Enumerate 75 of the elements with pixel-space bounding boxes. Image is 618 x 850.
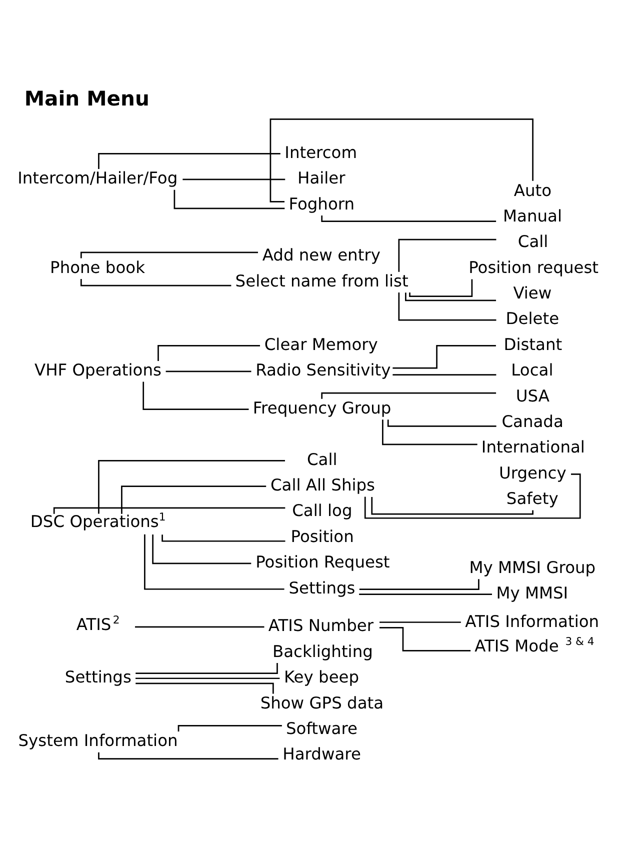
- node-text: My MMSI: [496, 583, 568, 602]
- connector: [371, 496, 534, 514]
- node-text: Clear Memory: [264, 334, 378, 354]
- connector: [387, 419, 496, 426]
- node-text: DSC Operations$^{1}$: [30, 510, 166, 531]
- connector: [382, 419, 478, 445]
- connector: [136, 677, 280, 679]
- node-text: System Information: [18, 730, 178, 750]
- node-text: Distant: [504, 334, 562, 354]
- node-text: Frequency Group: [252, 398, 392, 417]
- node-text: Canada: [502, 411, 564, 430]
- node-text: Call: [518, 232, 548, 251]
- connector: [98, 459, 285, 514]
- node-text: ATIS$^{2}$: [76, 612, 120, 634]
- node-text: Urgency: [498, 462, 566, 482]
- connector: [359, 593, 492, 594]
- connector: [380, 621, 461, 622]
- node-text: Settings: [288, 578, 356, 597]
- node-text: Intercom: [284, 142, 358, 162]
- connector: [136, 662, 278, 674]
- diagram-title: Main Menu: [24, 86, 150, 110]
- node-text: Hardware: [282, 744, 361, 764]
- connector: [166, 370, 252, 372]
- node-text: My MMSI Group: [469, 558, 596, 577]
- node-text: Backlighting: [272, 641, 373, 660]
- node-text: Software: [286, 718, 358, 738]
- connector: [136, 682, 274, 694]
- connector: [359, 578, 480, 590]
- node-text: Foghorn: [288, 194, 355, 213]
- node-text: Delete: [506, 308, 560, 328]
- node-text: View: [513, 283, 552, 302]
- node-text: Call: [306, 449, 338, 468]
- node-text: Position request: [468, 257, 599, 276]
- node-text: International: [481, 437, 585, 456]
- node-text: Hailer: [298, 168, 346, 188]
- node-text: Manual: [503, 206, 562, 225]
- connector: [152, 534, 252, 564]
- node-text: Local: [511, 360, 554, 380]
- connector: [144, 534, 284, 590]
- connector: [135, 626, 264, 628]
- node-text: Safety: [506, 488, 558, 508]
- node-text: Auto: [514, 180, 552, 200]
- connector: [142, 381, 249, 410]
- node-text: Phone book: [50, 257, 145, 276]
- node-text: ATIS Mode $^{3 & 4}$: [474, 634, 594, 655]
- node-text: ATIS Number: [268, 616, 374, 635]
- node-text: Position: [290, 526, 354, 546]
- connector: [158, 344, 260, 360]
- node-text: USA: [516, 386, 550, 405]
- connector: [380, 626, 471, 651]
- node-text: Settings: [64, 667, 132, 686]
- node-text: ATIS Information: [465, 612, 600, 631]
- connector: [392, 344, 496, 368]
- node-text: VHF Operations: [34, 360, 162, 380]
- connector: [182, 178, 286, 180]
- node-text: Add new entry: [262, 245, 380, 264]
- node-text: Intercom/Hailer/Fog: [18, 168, 178, 188]
- connector: [162, 534, 286, 542]
- connector: [270, 118, 534, 202]
- connector: [398, 292, 496, 320]
- connector: [174, 189, 285, 209]
- connector: [392, 374, 496, 375]
- connector: [398, 238, 496, 272]
- connector: [80, 278, 232, 286]
- node-text: Call log: [292, 500, 352, 520]
- connector: [405, 292, 496, 301]
- connector: [121, 485, 266, 514]
- node-text: Show GPS data: [260, 692, 384, 712]
- node-text: Key beep: [284, 667, 360, 686]
- node-text: Select name from list: [235, 270, 408, 290]
- connector: [80, 251, 258, 258]
- node-text: Call All Ships: [270, 475, 375, 494]
- connector: [409, 278, 473, 297]
- node-text: Position Request: [256, 552, 390, 572]
- node-text: Radio Sensitivity: [256, 360, 391, 380]
